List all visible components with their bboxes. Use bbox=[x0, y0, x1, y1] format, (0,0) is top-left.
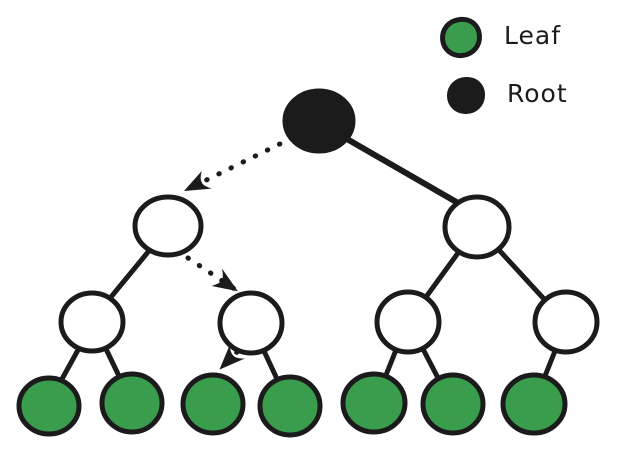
arrow-root-left bbox=[183, 135, 295, 193]
root-node-root bbox=[282, 88, 356, 154]
internal-node-right bbox=[442, 194, 512, 260]
edge-left-ll bbox=[108, 249, 151, 300]
leaf-node-leaf4 bbox=[257, 374, 323, 438]
internal-node-rl bbox=[374, 289, 442, 355]
edge-ll-leaf1 bbox=[59, 347, 81, 382]
leaf-node-leaf1 bbox=[16, 375, 82, 437]
arrow-lr-leaf3 bbox=[218, 344, 245, 371]
internal-node-ll bbox=[58, 290, 126, 354]
legend-item-leaf: Leaf bbox=[437, 14, 568, 61]
leaf-node-leaf6 bbox=[420, 372, 486, 436]
legend-leaf-label: Leaf bbox=[504, 21, 561, 50]
edge-ll-leaf2 bbox=[103, 346, 122, 379]
internal-node-left bbox=[132, 194, 204, 258]
leaf-node-leaf2 bbox=[99, 371, 165, 435]
edges-layer bbox=[59, 135, 558, 382]
edge-right-rr bbox=[496, 247, 547, 302]
leaf-swatch-icon bbox=[437, 14, 485, 61]
edge-root-right bbox=[344, 136, 468, 210]
edge-rr-leaf7 bbox=[542, 348, 558, 379]
internal-node-lr bbox=[217, 290, 285, 356]
leaf-node-leaf7 bbox=[500, 372, 568, 436]
arrow-left-lr bbox=[185, 255, 239, 293]
leaf-node-leaf5 bbox=[340, 371, 408, 435]
legend: Leaf Root bbox=[437, 14, 568, 114]
edge-rl-leaf5 bbox=[383, 347, 399, 378]
edge-lr-leaf4 bbox=[261, 348, 280, 382]
edge-rl-leaf6 bbox=[420, 346, 441, 381]
edge-right-rl bbox=[423, 250, 461, 300]
legend-root-label: Root bbox=[507, 79, 568, 108]
leaf-node-leaf3 bbox=[180, 372, 246, 436]
internal-node-rr bbox=[532, 289, 600, 355]
nodes-layer bbox=[16, 88, 600, 438]
legend-item-root: Root bbox=[447, 77, 568, 114]
root-swatch-icon bbox=[447, 77, 485, 114]
